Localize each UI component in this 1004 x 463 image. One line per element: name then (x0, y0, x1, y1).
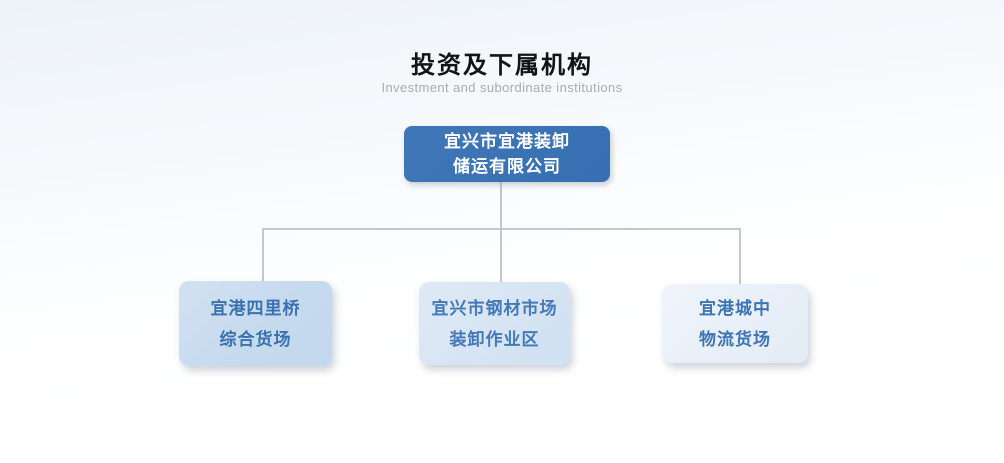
org-node-child-line2: 综合货场 (219, 329, 292, 349)
org-node-child-line1: 宜兴市钢材市场 (431, 298, 558, 318)
connector-root-stem (500, 182, 502, 228)
connector-drop-left (262, 228, 264, 281)
page-title: 投资及下属机构 (411, 52, 593, 79)
org-node-root-line2: 储运有限公司 (453, 157, 561, 176)
page-subtitle: Investment and subordinate institutions (381, 80, 623, 95)
org-node-child-line1: 宜港城中 (699, 298, 771, 318)
org-node-child-line1: 宜港四里桥 (210, 298, 301, 318)
connector-drop-middle (500, 228, 502, 282)
org-node-child-line2: 物流货场 (699, 329, 771, 349)
org-node-child-gangcai: 宜兴市钢材市场 装卸作业区 (419, 282, 570, 365)
org-node-child-siliqiao: 宜港四里桥 综合货场 (179, 281, 332, 366)
connector-drop-right (739, 228, 741, 284)
org-node-child-chengzhong: 宜港城中 物流货场 (662, 284, 808, 363)
org-node-root-line1: 宜兴市宜港装卸 (444, 132, 570, 151)
org-node-child-line2: 装卸作业区 (449, 329, 540, 349)
org-node-root: 宜兴市宜港装卸 储运有限公司 (404, 126, 610, 182)
